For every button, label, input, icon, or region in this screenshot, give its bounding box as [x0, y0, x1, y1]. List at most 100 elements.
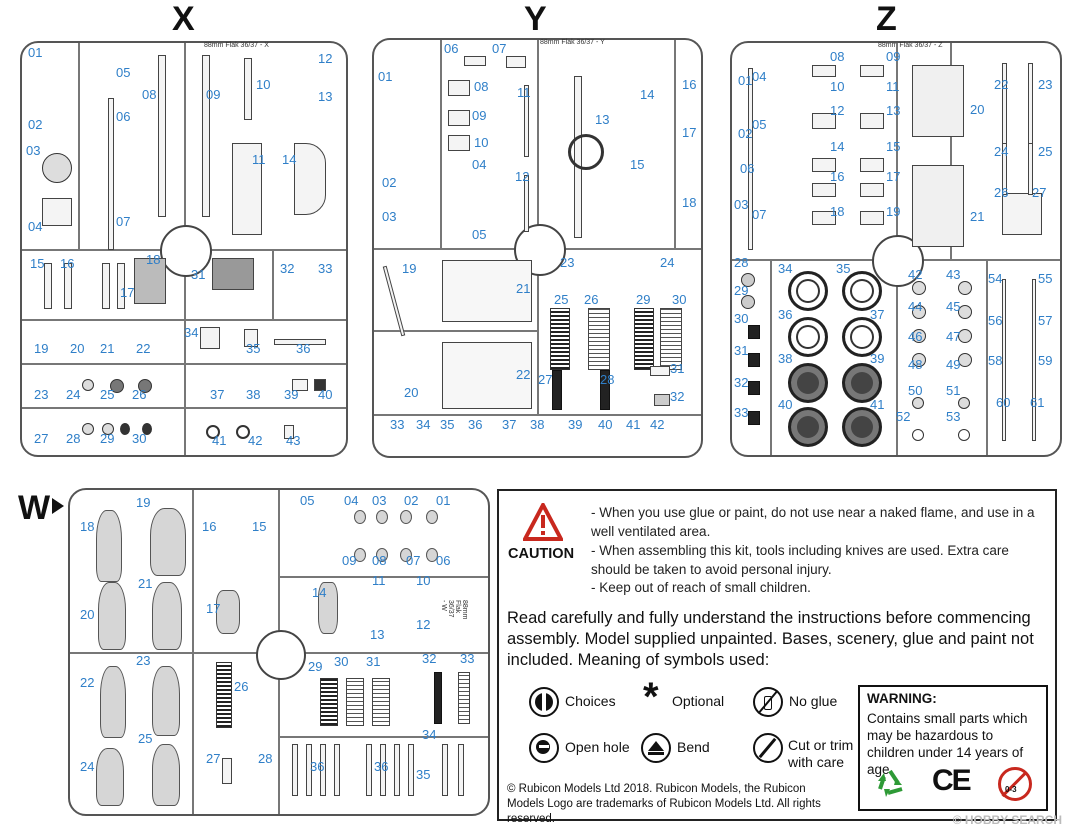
w-part-number: 17: [206, 601, 221, 616]
x-part-number: 07: [116, 214, 131, 229]
z-part-number: 05: [752, 117, 767, 132]
z-part-number: 12: [830, 103, 845, 118]
z-part-number: 25: [1038, 144, 1053, 159]
y-part-number: 07: [492, 41, 507, 56]
y-part-number: 02: [382, 175, 397, 190]
z-part-number: 19: [886, 204, 901, 219]
z-part-number: 18: [830, 204, 845, 219]
sprue-y-title: 88mm Flak 36/37 - Y: [540, 39, 605, 46]
x-part-number: 09: [206, 87, 221, 102]
sprue-z-title: 88mm Flak 36/37 - Z: [878, 42, 943, 49]
w-part-number: 21: [138, 576, 153, 591]
y-part-number: 37: [502, 417, 517, 432]
x-part-number: 03: [26, 143, 41, 158]
figure-19: [150, 508, 186, 576]
z-part-number: 36: [778, 307, 793, 322]
w-part-number: 12: [416, 617, 431, 632]
x-part-number: 18: [146, 252, 161, 267]
z-part-number: 14: [830, 139, 845, 154]
w-part-number: 33: [460, 651, 475, 666]
x-part-number: 21: [100, 341, 115, 356]
x-part-number: 22: [136, 341, 151, 356]
z-part-number: 27: [1032, 185, 1047, 200]
y-part-number: 33: [390, 417, 405, 432]
sprue-z-frame: 88mm Flak 36/37 - Z: [730, 41, 1062, 457]
x-part-number: 27: [34, 431, 49, 446]
z-part-number: 52: [896, 409, 911, 424]
sprue-w-frame: 88mm Flak 36/37 - W: [68, 488, 490, 816]
x-part-number: 12: [318, 51, 333, 66]
x-part-number: 04: [28, 219, 43, 234]
z-part-number: 07: [752, 207, 767, 222]
w-part-number: 02: [404, 493, 419, 508]
z-part-number: 54: [988, 271, 1003, 286]
ce-mark-icon: CE: [932, 764, 972, 797]
y-part-number: 32: [670, 389, 685, 404]
figure-20: [98, 582, 126, 650]
z-part-number: 47: [946, 329, 961, 344]
sprue-letter-x: X: [172, 0, 195, 38]
figure-18: [96, 510, 122, 582]
optional-label: Optional: [672, 693, 725, 709]
w-part-number: 16: [202, 519, 217, 534]
bend-label: Bend: [677, 739, 710, 755]
z-part-number: 57: [1038, 313, 1053, 328]
x-part-number: 19: [34, 341, 49, 356]
x-part-number: 06: [116, 109, 131, 124]
z-part-number: 59: [1038, 353, 1053, 368]
z-part-number: 37: [870, 307, 885, 322]
x-part-number: 35: [246, 341, 261, 356]
x-part-number: 15: [30, 256, 45, 271]
caution-bullet-3: - Keep out of reach of small children.: [591, 580, 811, 595]
z-part-number: 29: [734, 283, 749, 298]
bend-icon: [641, 733, 671, 763]
w-part-number: 19: [136, 495, 151, 510]
z-part-number: 30: [734, 311, 749, 326]
x-part-number: 38: [246, 387, 261, 402]
z-part-number: 10: [830, 79, 845, 94]
z-part-number: 40: [778, 397, 793, 412]
w-part-number: 13: [370, 627, 385, 642]
x-part-number: 24: [66, 387, 81, 402]
x-part-number: 34: [184, 325, 199, 340]
w-part-number: 23: [136, 653, 151, 668]
x-part-number: 28: [66, 431, 81, 446]
y-part-number: 22: [516, 367, 531, 382]
caution-triangle-icon: [523, 503, 563, 541]
y-part-number: 01: [378, 69, 393, 84]
w-part-number: 27: [206, 751, 221, 766]
sprue-w-title: 88mm Flak 36/37 - W: [440, 600, 468, 620]
wheel-41: [842, 407, 882, 447]
z-part-number: 49: [946, 357, 961, 372]
x-part-number: 40: [318, 387, 333, 402]
y-part-number: 31: [670, 361, 685, 376]
z-part-number: 08: [830, 49, 845, 64]
optional-asterisk-icon: *: [643, 675, 659, 719]
x-part-number: 30: [132, 431, 147, 446]
y-part-number: 19: [402, 261, 417, 276]
z-part-number: 32: [734, 375, 749, 390]
x-part-number: 02: [28, 117, 43, 132]
x-part-number: 33: [318, 261, 333, 276]
z-part-number: 53: [946, 409, 961, 424]
y-part-number: 03: [382, 209, 397, 224]
open-hole-icon: [529, 733, 559, 763]
figure-23: [152, 666, 180, 736]
y-part-number: 25: [554, 292, 569, 307]
z-part-number: 46: [908, 329, 923, 344]
w-part-number: 35: [416, 767, 431, 782]
w-part-number: 08: [372, 553, 387, 568]
w-part-number: 29: [308, 659, 323, 674]
w-part-number: 30: [334, 654, 349, 669]
x-part-number: 37: [210, 387, 225, 402]
x-part-number: 36: [296, 341, 311, 356]
y-part-number: 27: [538, 372, 553, 387]
y-part-number: 35: [440, 417, 455, 432]
w-part-number: 36: [310, 759, 325, 774]
x-part-number: 39: [284, 387, 299, 402]
z-part-number: 28: [734, 255, 749, 270]
y-part-number: 42: [650, 417, 665, 432]
z-part-number: 45: [946, 299, 961, 314]
w-part-number: 36: [374, 759, 389, 774]
y-part-number: 11: [517, 85, 531, 100]
